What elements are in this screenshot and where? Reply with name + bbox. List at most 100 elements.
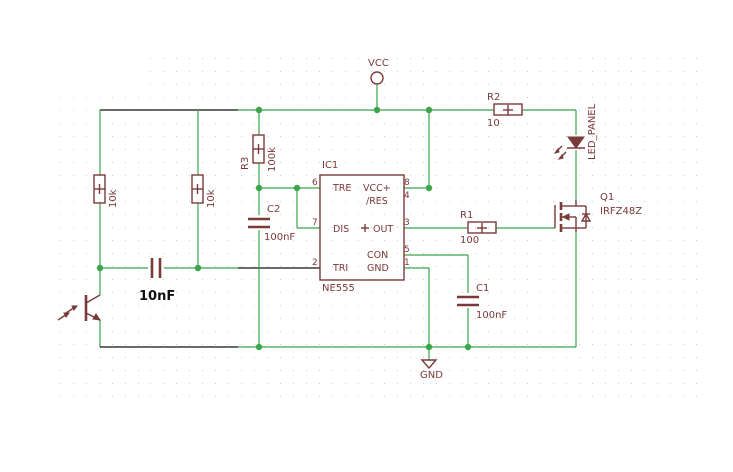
grid-dot xyxy=(332,318,333,319)
grid-dot xyxy=(683,331,684,332)
grid-dot xyxy=(112,227,113,228)
grid-dot xyxy=(683,253,684,254)
grid-dot xyxy=(605,240,606,241)
grid-dot xyxy=(384,227,385,228)
grid-dot xyxy=(657,214,658,215)
vcc-symbol[interactable]: VCC xyxy=(368,58,389,85)
grid-dot xyxy=(371,318,372,319)
grid-dot xyxy=(514,58,515,59)
grid-dot xyxy=(683,292,684,293)
capacitor-coupling[interactable]: 10nF xyxy=(139,258,175,304)
grid-dot xyxy=(267,383,268,384)
grid-dot xyxy=(345,370,346,371)
grid-dot xyxy=(112,214,113,215)
grid-dot xyxy=(202,71,203,72)
grid-dot xyxy=(566,331,567,332)
mosfet-q1[interactable]: Q1 IRFZ48Z xyxy=(554,192,642,232)
grid-dot xyxy=(254,344,255,345)
capacitor-c2[interactable]: C2 100nF xyxy=(248,204,295,243)
grid-dot xyxy=(410,396,411,397)
grid-dot xyxy=(436,201,437,202)
grid-dot xyxy=(332,240,333,241)
grid-dot xyxy=(696,331,697,332)
pin-num: 7 xyxy=(312,218,318,228)
grid-dot xyxy=(306,279,307,280)
grid-dot xyxy=(397,84,398,85)
grid-dot xyxy=(99,370,100,371)
gnd-symbol[interactable]: GND xyxy=(420,359,443,381)
grid-dot xyxy=(293,175,294,176)
grid-dot xyxy=(384,266,385,267)
grid-dot xyxy=(228,214,229,215)
grid-dot xyxy=(696,292,697,293)
resistor-r1[interactable]: R1 100 xyxy=(460,210,497,246)
grid-dot xyxy=(86,331,87,332)
grid-dot xyxy=(488,149,489,150)
grid-dot xyxy=(683,344,684,345)
ic-ne555[interactable]: IC1 NE555 6 7 2 TRE DIS TRI 8 4 3 5 1 VC… xyxy=(312,160,410,294)
grid-dot xyxy=(150,162,151,163)
r-left-value: 10k xyxy=(108,189,119,208)
grid-dot xyxy=(683,383,684,384)
grid-dot xyxy=(696,162,697,163)
grid-dot xyxy=(488,214,489,215)
grid-dot xyxy=(254,136,255,137)
grid-dot xyxy=(436,71,437,72)
grid-dot xyxy=(501,305,502,306)
grid-dot xyxy=(449,201,450,202)
grid-dot xyxy=(644,279,645,280)
grid-dot xyxy=(540,253,541,254)
grid-dot xyxy=(99,97,100,98)
grid-dot xyxy=(254,97,255,98)
grid-dot xyxy=(397,305,398,306)
grid-dot xyxy=(436,344,437,345)
grid-dot xyxy=(138,227,139,228)
resistor-mid-10k[interactable]: 10k xyxy=(191,174,217,208)
grid-dot xyxy=(592,227,593,228)
grid-dot xyxy=(566,71,567,72)
phototransistor[interactable] xyxy=(57,294,102,321)
grid-dot xyxy=(267,253,268,254)
grid-dot xyxy=(73,123,74,124)
grid-dot xyxy=(631,201,632,202)
grid-dot xyxy=(358,292,359,293)
capacitor-c1[interactable]: C1 100nF xyxy=(457,283,507,321)
grid-dot xyxy=(241,175,242,176)
grid-dot xyxy=(202,344,203,345)
grid-dot xyxy=(150,383,151,384)
resistor-r3[interactable]: R3 100k xyxy=(240,134,278,172)
grid-dot xyxy=(254,58,255,59)
grid-dot xyxy=(449,344,450,345)
grid-dot xyxy=(436,214,437,215)
grid-dot xyxy=(280,318,281,319)
grid-dot xyxy=(553,253,554,254)
resistor-left-10k[interactable]: 10k xyxy=(93,174,119,208)
grid-dot xyxy=(592,253,593,254)
grid-dot xyxy=(60,188,61,189)
led-panel[interactable]: LED_PANEL xyxy=(553,103,598,160)
resistor-r2[interactable]: R2 10 xyxy=(487,92,523,129)
grid-dot xyxy=(423,71,424,72)
grid-dot xyxy=(475,357,476,358)
grid-dot xyxy=(125,162,126,163)
grid-dot xyxy=(384,97,385,98)
grid-dot xyxy=(319,162,320,163)
grid-dot xyxy=(423,240,424,241)
grid-dot xyxy=(332,201,333,202)
grid-dot xyxy=(60,292,61,293)
grid-dot xyxy=(488,201,489,202)
grid-dot xyxy=(540,318,541,319)
grid-dot xyxy=(176,201,177,202)
grid-dot xyxy=(306,331,307,332)
grid-dot xyxy=(332,383,333,384)
grid-dot xyxy=(592,331,593,332)
grid-dot xyxy=(397,344,398,345)
grid-dot xyxy=(358,305,359,306)
grid-dot xyxy=(449,305,450,306)
grid-dot xyxy=(462,331,463,332)
grid-dot xyxy=(657,149,658,150)
grid-dot xyxy=(579,123,580,124)
grid-dot xyxy=(280,292,281,293)
grid-dot xyxy=(345,240,346,241)
grid-dot xyxy=(397,58,398,59)
